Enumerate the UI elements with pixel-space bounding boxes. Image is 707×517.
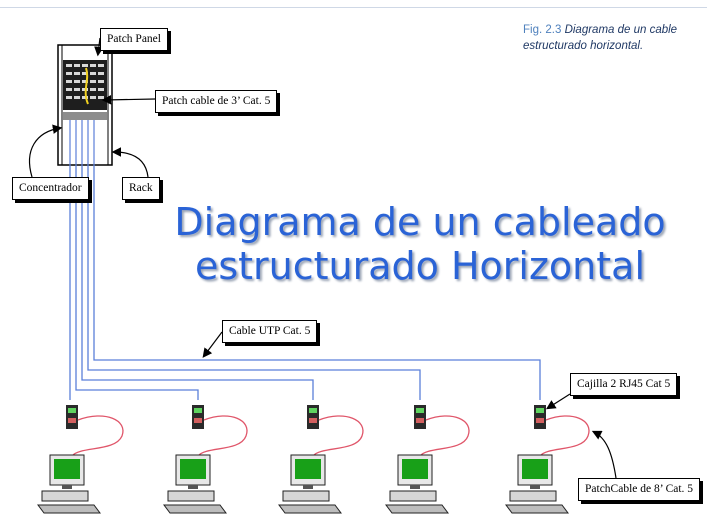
headline-line-1: Diagrama de un cableado <box>174 200 666 244</box>
patch-panel-icon <box>63 60 107 110</box>
patch-cable-icon <box>84 67 89 105</box>
arrow-patch-cable-3 <box>101 95 156 105</box>
rack-cabinet <box>57 44 113 166</box>
arrow-rack <box>111 147 149 178</box>
figure-caption-text: Diagrama de un cable estructurado horizo… <box>523 24 678 52</box>
horizontal-cabling <box>69 165 541 400</box>
arrow-concentrador <box>28 124 63 178</box>
figure-number: Fig. 2.3 <box>523 24 562 36</box>
computer-icon <box>37 454 101 514</box>
label-cable-utp: Cable UTP Cat. 5 <box>222 320 318 343</box>
headline-line-2: estructurado Horizontal <box>194 244 646 288</box>
computer-icon <box>505 454 569 514</box>
diagram-headline: Diagrama de un cableado estructurado Hor… <box>150 200 690 288</box>
arrow-patch-cable-8 <box>591 430 617 479</box>
computer-icon <box>385 454 449 514</box>
patch-cords <box>71 415 590 457</box>
arrow-cajilla <box>545 393 571 410</box>
label-patch-cable-8: PatchCable de 8’ Cat. 5 <box>578 478 701 501</box>
callout-arrows <box>28 37 617 479</box>
label-rack: Rack <box>122 177 160 200</box>
wall-jacks <box>66 405 546 429</box>
workstations <box>37 454 569 514</box>
arrow-patch-panel <box>94 37 104 57</box>
label-concentrador: Concentrador <box>12 177 89 200</box>
hub-icon <box>63 112 107 120</box>
label-patch-cable-3: Patch cable de 3’ Cat. 5 <box>155 90 278 113</box>
arrow-cable-utp <box>202 331 223 358</box>
top-rule <box>0 7 707 8</box>
label-patch-panel: Patch Panel <box>100 28 168 51</box>
figure-caption: Fig. 2.3 Diagrama de un cable estructura… <box>523 22 703 54</box>
computer-icon <box>278 454 342 514</box>
label-cajilla: Cajilla 2 RJ45 Cat 5 <box>570 373 678 396</box>
computer-icon <box>163 454 227 514</box>
